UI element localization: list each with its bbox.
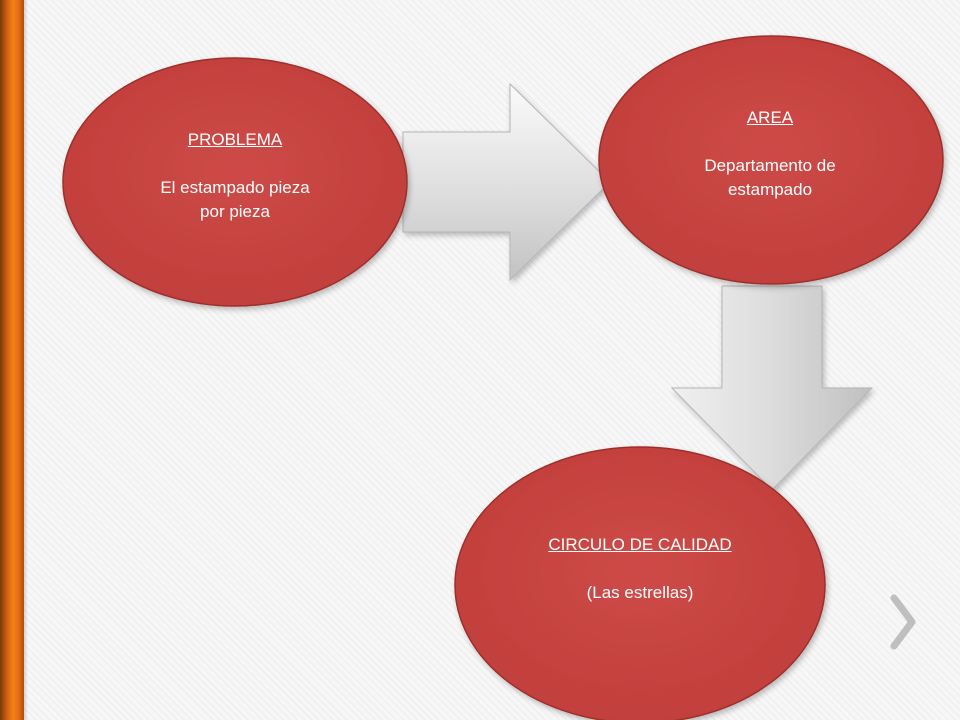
node-problema-title: PROBLEMA — [187, 130, 283, 149]
node-circulo-line1: (Las estrellas) — [586, 583, 694, 602]
arrow-down-connector — [670, 285, 874, 491]
node-circulo-title: CIRCULO DE CALIDAD — [548, 535, 732, 554]
node-problema-line2: por pieza — [200, 202, 270, 221]
arrow-right-connector — [402, 82, 611, 282]
node-area: AREA Departamento de estampado — [620, 106, 920, 202]
node-area-line2: estampado — [727, 180, 813, 199]
accent-sidebar-shadow — [24, 0, 28, 720]
node-area-title: AREA — [746, 108, 794, 127]
node-problema: PROBLEMA El estampado pieza por pieza — [85, 128, 385, 224]
accent-sidebar-bar — [0, 0, 24, 720]
node-circulo: CIRCULO DE CALIDAD (Las estrellas) — [490, 533, 790, 605]
node-area-line1: Departamento de — [704, 156, 836, 175]
node-circulo-shape — [454, 446, 826, 720]
node-problema-line1: El estampado pieza — [160, 178, 310, 197]
node-area-shape — [598, 35, 944, 285]
chevron-right-icon[interactable] — [888, 592, 918, 652]
node-problema-shape — [62, 57, 408, 307]
